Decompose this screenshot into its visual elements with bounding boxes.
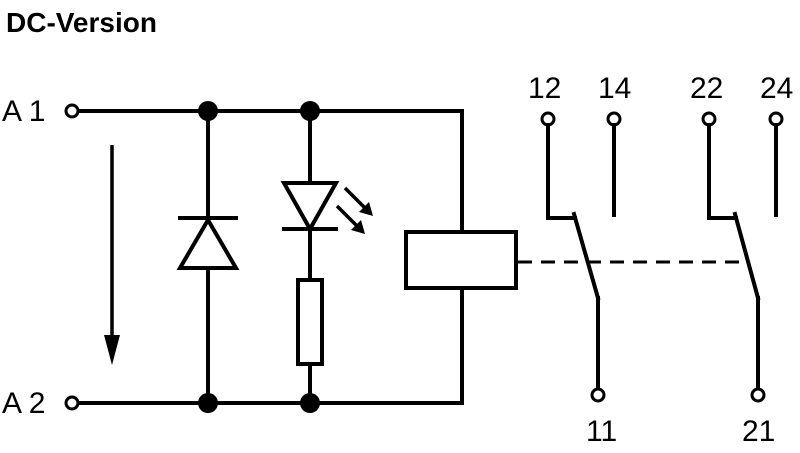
diagram-title: DC-Version — [6, 7, 157, 38]
label-11: 11 — [586, 415, 617, 448]
junction-dot — [300, 101, 320, 121]
led-icon — [280, 181, 340, 234]
relay-coil — [404, 230, 518, 290]
terminal-a1 — [64, 103, 80, 119]
terminal-a2 — [64, 395, 80, 411]
diode-branch — [176, 109, 240, 405]
resistor-icon — [296, 278, 324, 366]
terminal-11 — [590, 387, 606, 403]
supply-rails — [76, 109, 464, 405]
terminal-21 — [750, 387, 766, 403]
label-a2: A 2 — [2, 387, 45, 420]
label-24: 24 — [760, 72, 793, 105]
nc-contact-12 — [546, 123, 577, 220]
voltage-arrow-icon — [104, 145, 120, 365]
label-a1: A 1 — [2, 95, 45, 128]
junction-dot — [198, 101, 218, 121]
light-emission-icon — [335, 186, 373, 234]
led-branch — [280, 109, 373, 405]
junction-dots — [198, 101, 320, 413]
label-21: 21 — [742, 415, 775, 448]
switch-blade-2 — [732, 211, 761, 301]
diode-icon — [176, 216, 240, 270]
contact-set-2 — [701, 111, 784, 403]
junction-dot — [300, 393, 320, 413]
label-12: 12 — [528, 72, 561, 105]
nc-contact-22 — [707, 123, 738, 220]
switch-blade-1 — [571, 211, 601, 301]
contact-set-1 — [540, 111, 622, 403]
label-22: 22 — [690, 72, 723, 105]
junction-dot — [198, 393, 218, 413]
label-14: 14 — [598, 72, 631, 105]
